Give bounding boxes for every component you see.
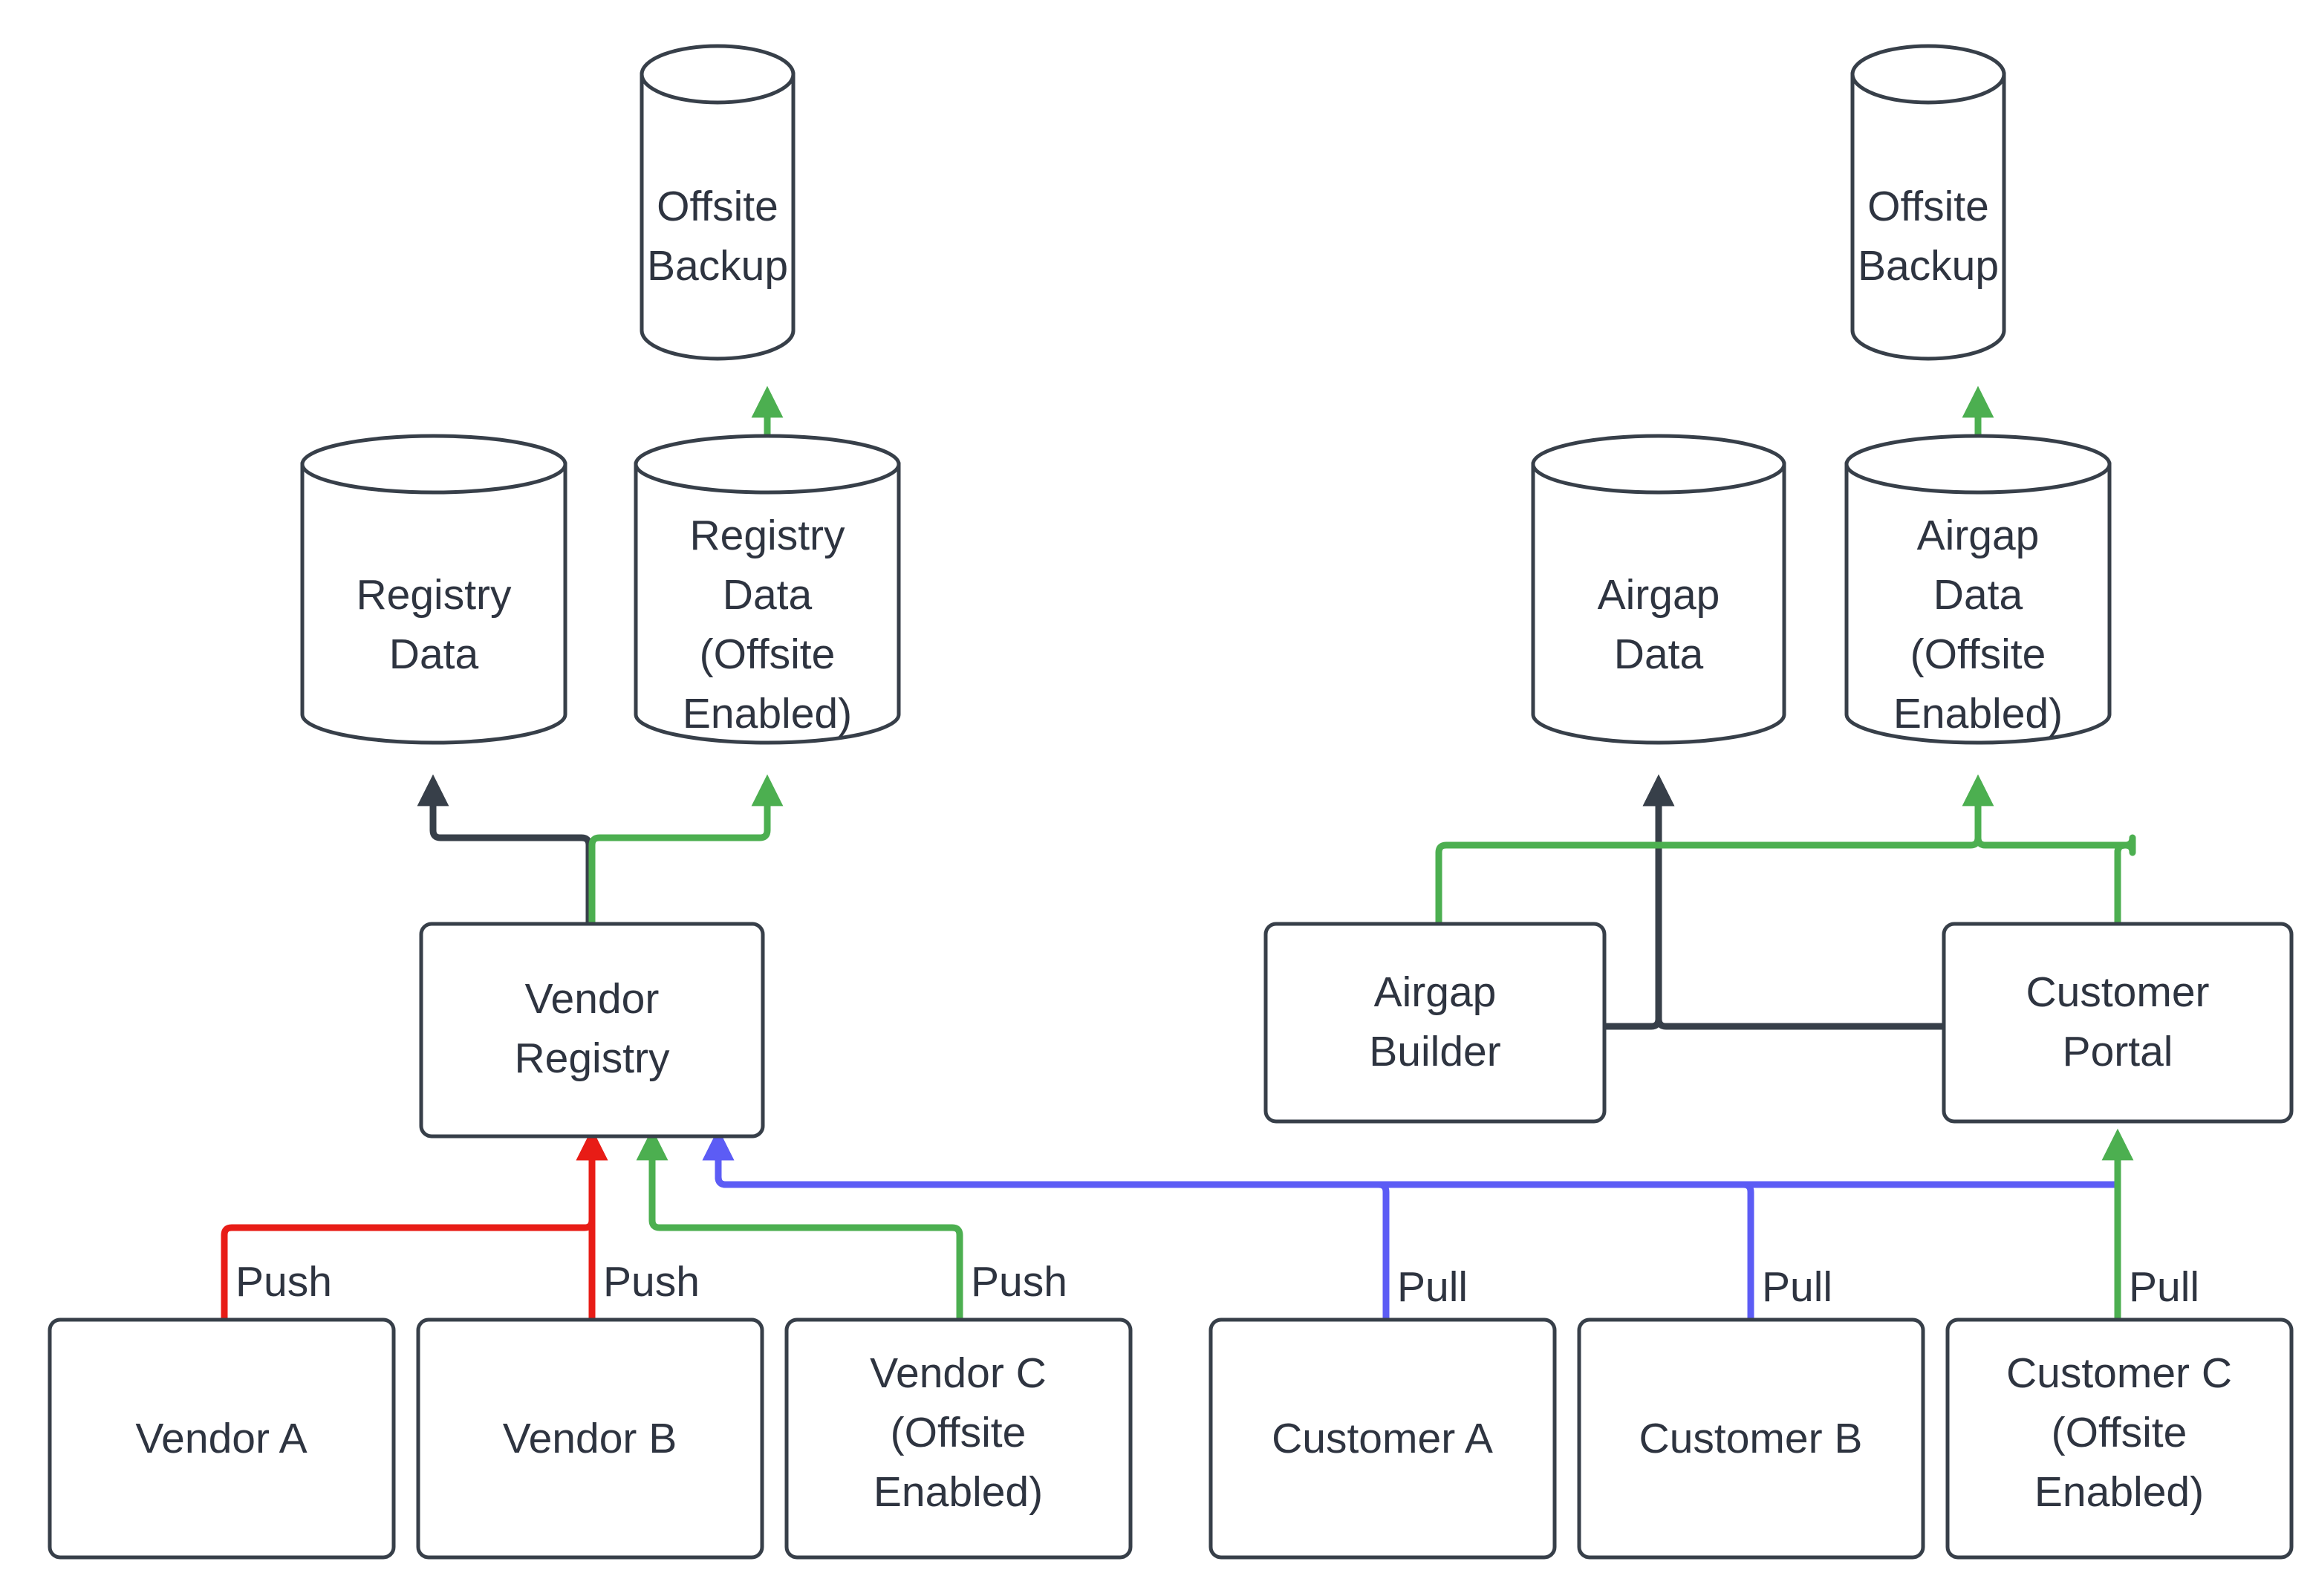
node-label-line: (Offsite — [1910, 631, 2046, 678]
node-label-line: Vendor — [525, 975, 660, 1023]
node-label-line: (Offsite — [891, 1409, 1027, 1456]
node-label-line: Data — [723, 571, 813, 619]
node-airgap-data-offsite[interactable]: Airgap Data (Offsite Enabled) — [1844, 434, 2112, 745]
node-label-line: Airgap — [1374, 968, 1497, 1016]
node-airgap-data[interactable]: Airgap Data — [1531, 434, 1786, 745]
node-offsite-backup-left[interactable]: Offsite Backup — [640, 44, 796, 361]
node-vendor-registry[interactable]: Vendor Registry — [419, 922, 765, 1139]
node-box — [416, 1317, 764, 1560]
edge-label-vendor-c-push: Push — [971, 1258, 1067, 1306]
edge-label-customer-c-pull: Pull — [2129, 1263, 2199, 1311]
cylinder-top — [1850, 44, 2006, 105]
node-label-line: Vendor A — [135, 1415, 307, 1462]
node-customer-b[interactable]: Customer B — [1577, 1317, 1925, 1560]
node-box — [784, 1317, 1133, 1560]
node-customer-portal[interactable]: Customer Portal — [1942, 922, 2294, 1124]
node-label-line: Data — [1933, 571, 2023, 619]
node-label-line: Data — [389, 631, 479, 678]
node-box — [1208, 1317, 1557, 1560]
cylinder-top — [1844, 434, 2112, 495]
edge-customer-portal-to-airgap-data — [1642, 774, 1944, 1030]
node-label-line: Enabled) — [683, 690, 852, 737]
node-label-line: Vendor C — [870, 1349, 1047, 1397]
node-label-line: Offsite — [657, 183, 778, 230]
node-label-line: Builder — [1369, 1028, 1500, 1075]
node-label-line: Airgap — [1598, 571, 1720, 619]
node-offsite-backup-right[interactable]: Offsite Backup — [1850, 44, 2006, 361]
node-label-line: Enabled) — [2034, 1468, 2204, 1516]
node-customer-a[interactable]: Customer A — [1208, 1317, 1557, 1560]
edge-vendor-registry-to-registry-data — [417, 774, 593, 924]
node-label-line: Vendor B — [503, 1415, 677, 1462]
node-box — [1263, 922, 1607, 1124]
node-label-line: Airgap — [1917, 512, 2040, 559]
node-label-line: Customer — [2026, 968, 2209, 1016]
edge-label-layer: Push Push Push Pull Pull Pull — [235, 1258, 2199, 1311]
node-label-line: Offsite — [1867, 183, 1989, 230]
cylinder-body — [300, 462, 567, 745]
node-vendor-b[interactable]: Vendor B — [416, 1317, 764, 1560]
node-customer-c[interactable]: Customer C (Offsite Enabled) — [1945, 1317, 2294, 1560]
edge-customer-portal-offsite-riser — [2114, 841, 2126, 924]
node-box — [419, 922, 765, 1139]
node-box — [1577, 1317, 1925, 1560]
node-box — [48, 1317, 396, 1560]
node-label-line: Registry — [689, 512, 845, 559]
edge-layer — [221, 385, 2136, 1320]
node-label-line: (Offsite — [2052, 1409, 2187, 1456]
cylinder-body — [1850, 72, 2006, 361]
node-label-line: Data — [1614, 631, 1704, 678]
node-label-line: Enabled) — [1893, 690, 2063, 737]
cylinder-top — [634, 434, 901, 495]
edge-label-customer-a-pull: Pull — [1397, 1263, 1468, 1311]
node-label-line: Customer B — [1639, 1415, 1863, 1462]
node-vendor-c[interactable]: Vendor C (Offsite Enabled) — [784, 1317, 1133, 1560]
edge-airgap-builder-to-airgap-offsite — [1435, 774, 1994, 924]
node-label-line: Registry — [514, 1035, 670, 1082]
node-vendor-a[interactable]: Vendor A — [48, 1317, 396, 1560]
cylinder-body — [1531, 462, 1786, 745]
node-airgap-builder[interactable]: Airgap Builder — [1263, 922, 1607, 1124]
cylinder-top — [640, 44, 796, 105]
edge-customer-b-pull — [702, 1128, 1754, 1320]
node-label-line: Registry — [356, 571, 512, 619]
edge-label-vendor-b-push: Push — [603, 1258, 700, 1306]
cylinder-body — [634, 462, 901, 745]
node-label-line: Customer A — [1272, 1415, 1493, 1462]
node-label-line: Portal — [2063, 1028, 2173, 1075]
node-box — [1942, 922, 2294, 1124]
node-registry-data-offsite[interactable]: Registry Data (Offsite Enabled) — [634, 434, 901, 745]
edge-customer-portal-to-airgap-offsite — [1974, 782, 2136, 924]
edge-label-vendor-a-push: Push — [235, 1258, 332, 1306]
cylinder-top — [1531, 434, 1786, 495]
cylinder-body — [1844, 462, 2112, 745]
cylinder-top — [300, 434, 567, 495]
node-label-line: Enabled) — [874, 1468, 1043, 1516]
node-label-line: Customer C — [2006, 1349, 2232, 1397]
edge-vendor-registry-to-registry-data-offsite — [588, 774, 784, 924]
node-box — [1945, 1317, 2294, 1560]
cylinder-body — [640, 72, 796, 361]
node-label-line: Backup — [1858, 242, 1999, 290]
node-label-line: (Offsite — [700, 631, 836, 678]
node-registry-data[interactable]: Registry Data — [300, 434, 567, 745]
edge-vendor-c-push — [636, 1128, 963, 1320]
node-label-line: Backup — [647, 242, 788, 290]
edge-airgap-builder-to-airgap-data — [1604, 774, 1675, 1030]
edge-label-customer-b-pull: Pull — [1762, 1263, 1832, 1311]
